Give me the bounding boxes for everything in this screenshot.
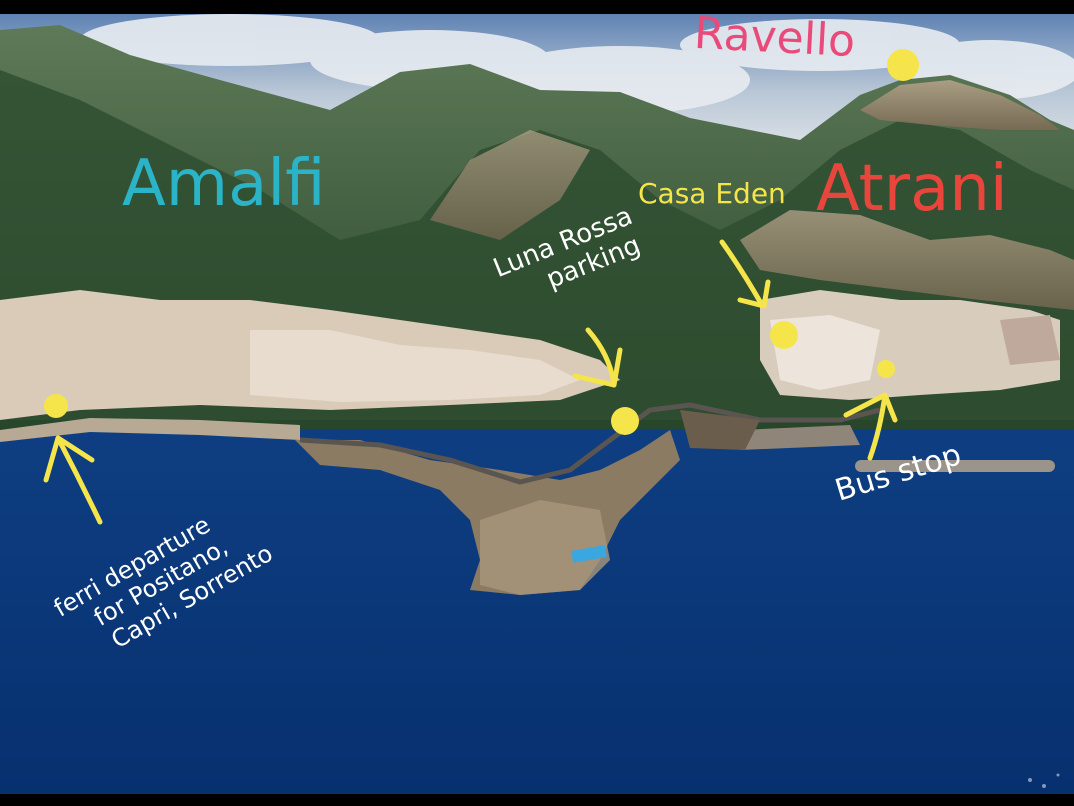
location-dot-icon — [611, 407, 639, 435]
road — [299, 402, 881, 485]
arrow-icon — [43, 435, 103, 525]
beach — [0, 418, 300, 442]
label-ravello: Ravello — [692, 7, 857, 68]
breakwater — [855, 460, 1055, 472]
cliff-rock-ravello — [860, 80, 1060, 130]
cliff-rock-atrani — [740, 210, 1074, 310]
label-casa-eden: Casa Eden — [638, 177, 786, 210]
rocks-atrani — [680, 410, 760, 450]
bridge — [740, 425, 860, 450]
location-dot-icon — [770, 321, 798, 349]
sea-highlights — [1028, 773, 1060, 788]
location-dot-icon — [44, 394, 68, 418]
label-amalfi: Amalfi — [122, 147, 326, 221]
arrow-icon — [843, 392, 898, 461]
label-atrani: Atrani — [816, 152, 1008, 226]
location-dot-icon — [887, 49, 919, 81]
location-dot-icon — [877, 360, 895, 378]
town-buildings — [0, 290, 1060, 420]
cliff-rock-center — [430, 130, 590, 240]
pool — [571, 545, 607, 563]
arrow-icon — [719, 239, 771, 309]
arrow-icon — [572, 327, 623, 388]
